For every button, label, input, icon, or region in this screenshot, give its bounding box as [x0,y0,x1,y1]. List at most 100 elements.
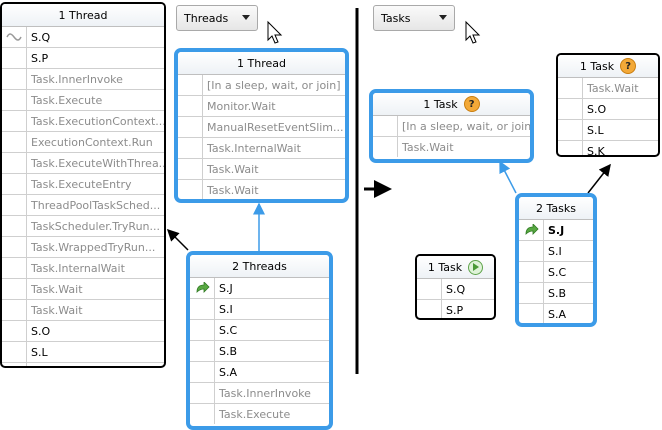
frame-icon-cell [178,159,203,179]
frame-icon-cell [2,153,27,173]
stack-frame-row[interactable]: Task.Wait [373,137,530,157]
stack-frame-row[interactable]: S.P [2,48,164,69]
frame-icon-cell [2,279,27,299]
stack-frame-row[interactable]: Task.Wait [2,279,164,300]
stack-frame-label: Task.ExecuteWithThrea... [31,156,164,170]
waiting-badge-icon: ? [620,58,637,74]
stack-frame-row[interactable]: Task.Wait [558,78,658,99]
frame-icon-cell [2,174,27,194]
stack-frame-label: Task.InnerInvoke [219,386,311,400]
stack-frame-label: S.Q [31,30,51,44]
node-header: 2 Tasks [519,197,593,220]
stack-frame-label: S.I [219,302,233,316]
node-title: 2 Threads [232,259,287,273]
stack-frame-row[interactable]: S.O [558,99,658,120]
frame-icon-cell [2,258,27,278]
stack-frame-row[interactable]: S.B [190,341,329,362]
node-header: 1 Task [417,256,494,279]
stack-frame-row[interactable]: Task.Wait [178,180,345,199]
stack-frame-row[interactable]: S.Q [417,279,494,300]
stack-frame-row[interactable]: ExecutionContext.Run [2,132,164,153]
shared-task-stack-node[interactable]: 2 Tasks S.J S.I S.C S.B S.A [515,193,597,327]
stack-frame-row[interactable]: Task.InnerInvoke [190,383,329,404]
stack-frame-row[interactable]: ManualResetEventSlim... [178,117,345,138]
stack-frame-label: S.B [548,286,567,300]
stack-frame-row[interactable]: S.L [558,120,658,141]
frame-icon-cell [558,78,583,98]
stack-frame-row[interactable]: Task.InternalWait [178,138,345,159]
frame-icon-cell [190,362,215,382]
stack-frame-row[interactable]: S.K [2,363,164,366]
stack-frame-label: S.C [548,265,567,279]
stack-frame-row[interactable]: S.L [2,342,164,363]
node-title: 1 Task [579,59,615,73]
stack-frame-row[interactable]: S.P [417,300,494,318]
stack-frame-label: TaskScheduler.TryRun... [31,219,161,233]
stack-frame-row[interactable]: Task.InnerInvoke [2,69,164,90]
frame-icon-cell [190,341,215,361]
stack-frame-row[interactable]: Monitor.Wait [178,96,345,117]
stack-frame-row[interactable]: S.Q [2,27,164,48]
stack-frame-row[interactable]: Task.ExecuteEntry [2,174,164,195]
stack-frame-row[interactable]: TaskScheduler.TryRun... [2,216,164,237]
stack-frame-row[interactable]: ThreadPoolTaskSched... [2,195,164,216]
stack-frame-row[interactable]: S.B [519,283,593,304]
stack-frame-label: S.J [219,281,233,295]
frame-icon-cell [2,132,27,152]
stack-frame-label: Monitor.Wait [207,99,276,113]
stack-frame-label: Task.Wait [402,140,454,154]
stack-frame-label: ManualResetEventSlim... [207,120,344,134]
stack-frame-row[interactable]: S.J [190,278,329,299]
node-header: 1 Task ? [558,55,658,78]
stack-frame-row[interactable]: Task.Execute [190,404,329,424]
stack-frame-row[interactable]: Task.ExecuteWithThrea... [2,153,164,174]
stack-frame-row[interactable]: S.K [558,141,658,157]
shared-thread-stack-node[interactable]: 2 Threads S.J S.I S.C S.B S.A Task.InnerInvok… [186,251,333,430]
frame-icon-cell [190,320,215,340]
waiting-thread-stack-node[interactable]: 1 Thread [In a sleep, wait, or join] Moni… [174,48,349,203]
stack-frame-row[interactable]: Task.Wait [2,300,164,321]
current-frame-arrow-icon [519,220,544,240]
node-title: 1 Task [427,260,463,274]
frame-icon-cell [2,69,27,89]
stack-frame-row[interactable]: Task.Wait [178,159,345,180]
waiting-task-stack-node[interactable]: 1 Task ? [In a sleep, wait, or join]Task… [369,89,534,163]
stack-frame-row[interactable]: Task.ExecutionContext... [2,111,164,132]
frame-icon-cell [178,96,203,116]
node-header: 1 Thread [2,4,164,27]
stack-frame-row[interactable]: Task.WrappedTryRun... [2,237,164,258]
running-play-icon [468,259,484,275]
stack-frame-row[interactable]: S.J [519,220,593,241]
stack-frame-label: S.K [587,144,605,157]
stack-frame-row[interactable]: S.C [519,262,593,283]
threads-view-dropdown[interactable]: Threads [176,5,258,31]
node-title: 1 Thread [237,56,286,70]
stack-frame-row[interactable]: S.I [190,299,329,320]
stack-frame-label: Task.Execute [31,93,103,107]
stack-frame-label: S.I [548,244,562,258]
stack-frame-row[interactable]: S.A [190,362,329,383]
stack-frame-label: S.L [31,345,48,359]
frame-icon-cell [2,111,27,131]
stack-frame-row[interactable]: Task.InternalWait [2,258,164,279]
stack-frame-label: S.B [219,344,238,358]
stack-frame-label: S.O [31,324,51,338]
stack-frame-row[interactable]: S.C [190,320,329,341]
stack-frame-row[interactable]: S.A [519,304,593,323]
frame-icon-cell [519,241,544,261]
tasks-view-dropdown[interactable]: Tasks [373,5,455,31]
stack-frame-row[interactable]: [In a sleep, wait, or join] [178,75,345,96]
stack-frame-row[interactable]: S.O [2,321,164,342]
frame-icon-cell [178,117,203,137]
stack-frame-label: Task.InnerInvoke [31,72,123,86]
connector-root-task-to-top-task [587,163,611,194]
stack-frame-row[interactable]: Task.Execute [2,90,164,111]
stack-frame-row[interactable]: [In a sleep, wait, or join] [373,116,530,137]
mouse-cursor-icon [267,20,283,44]
stack-frame-row[interactable]: S.I [519,241,593,262]
frame-icon-cell [2,342,27,362]
stack-frame-label: Task.Wait [207,183,259,197]
